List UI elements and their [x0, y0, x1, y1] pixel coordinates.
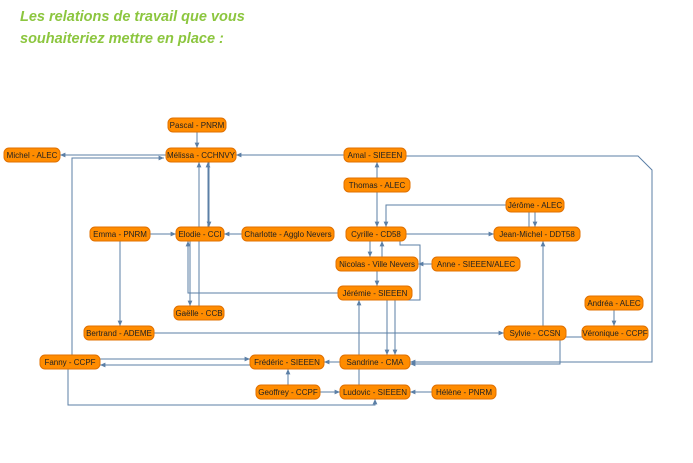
node-label: Andréa - ALEC	[587, 299, 641, 308]
node-anne: Anne - SIEEEN/ALEC	[431, 256, 521, 272]
node-box	[255, 384, 321, 400]
node-label: Elodie - CCI	[178, 230, 221, 239]
node-emma: Emma - PNRM	[89, 226, 151, 242]
node-box	[505, 197, 565, 213]
node-label: Thomas - ALEC	[349, 181, 406, 190]
node-box	[345, 226, 407, 242]
node-box	[335, 256, 419, 272]
node-label: Pascal - PNRM	[170, 121, 225, 130]
node-bertrand: Bertrand - ADEME	[83, 325, 155, 341]
node-fanny: Fanny - CCPF	[39, 354, 101, 370]
node-jeanmichel: Jean-Michel - DDT58	[493, 226, 581, 242]
node-label: Gaëlle - CCB	[175, 309, 222, 318]
node-layer: Pascal - PNRM Michel - ALEC Mélissa - CCHN…	[3, 117, 649, 400]
node-veronique: Véronique - CCPF	[581, 325, 649, 341]
node-label: Bertrand - ADEME	[86, 329, 152, 338]
node-label: Nicolas - Ville Nevers	[339, 260, 415, 269]
node-frederic: Frédéric - SIEEEN	[249, 354, 325, 370]
node-thomas: Thomas - ALEC	[343, 177, 411, 193]
node-label: Sylvie - CCSN	[509, 329, 560, 338]
node-box	[83, 325, 155, 341]
node-label: Ludovic - SIEEEN	[343, 388, 407, 397]
node-label: Jean-Michel - DDT58	[499, 230, 575, 239]
edge-cyrille-to-sandrine	[392, 241, 421, 355]
node-label: Amal - SIEEEN	[348, 151, 403, 160]
edge-amal-to-sandrine	[406, 155, 653, 365]
node-charlotte: Charlotte - Agglo Nevers	[241, 226, 335, 242]
node-box	[339, 354, 411, 370]
node-elodie: Elodie - CCI	[175, 226, 225, 242]
node-box	[175, 226, 225, 242]
node-box	[493, 226, 581, 242]
node-ludovic: Ludovic - SIEEEN	[339, 384, 411, 400]
node-gaelle: Gaëlle - CCB	[173, 305, 225, 321]
node-box	[339, 384, 411, 400]
edge-jeanmichel-to-cyrille	[383, 204, 530, 227]
node-label: Véronique - CCPF	[582, 329, 647, 338]
node-box	[343, 147, 407, 163]
node-label: Fanny - CCPF	[44, 358, 95, 367]
node-box	[584, 295, 644, 311]
node-box	[241, 226, 335, 242]
diagram-title: Les relations de travail que vous souhai…	[20, 9, 245, 47]
node-box	[173, 305, 225, 321]
edge-fanny-to-ludovic	[67, 369, 378, 406]
node-box	[337, 285, 413, 301]
node-box	[39, 354, 101, 370]
node-label: Sandrine - CMA	[347, 358, 405, 367]
node-box	[431, 256, 521, 272]
edge-layer	[60, 132, 653, 406]
node-helene: Hélène - PNRM	[431, 384, 497, 400]
node-label: Geoffrey - CCPF	[258, 388, 318, 397]
node-label: Frédéric - SIEEEN	[254, 358, 320, 367]
node-box	[581, 325, 649, 341]
edge-veronique-to-sandrine	[410, 336, 582, 367]
node-sandrine: Sandrine - CMA	[339, 354, 411, 370]
node-jeremie: Jérémie - SIEEEN	[337, 285, 413, 301]
node-box	[167, 117, 227, 133]
node-box	[431, 384, 497, 400]
node-box	[343, 177, 411, 193]
node-box	[165, 147, 237, 163]
node-label: Anne - SIEEEN/ALEC	[437, 260, 515, 269]
node-label: Michel - ALEC	[7, 151, 58, 160]
edge-jeremie-to-elodie	[185, 241, 338, 294]
node-label: Charlotte - Agglo Nevers	[244, 230, 331, 239]
node-label: Mélissa - CCHNVY	[167, 151, 236, 160]
node-box	[503, 325, 567, 341]
node-andrea: Andréa - ALEC	[584, 295, 644, 311]
node-melissa: Mélissa - CCHNVY	[165, 147, 237, 163]
node-geoffrey: Geoffrey - CCPF	[255, 384, 321, 400]
node-nicolas: Nicolas - Ville Nevers	[335, 256, 419, 272]
node-sylvie: Sylvie - CCSN	[503, 325, 567, 341]
node-pascal: Pascal - PNRM	[167, 117, 227, 133]
node-box	[249, 354, 325, 370]
node-label: Hélène - PNRM	[436, 388, 492, 397]
node-box	[89, 226, 151, 242]
node-label: Jérôme - ALEC	[508, 201, 562, 210]
node-label: Emma - PNRM	[93, 230, 147, 239]
node-label: Jérémie - SIEEEN	[343, 289, 408, 298]
node-jerome: Jérôme - ALEC	[505, 197, 565, 213]
node-label: Cyrille - CD58	[351, 230, 401, 239]
edge-fanny-to-melissa	[71, 155, 164, 355]
node-box	[3, 147, 61, 163]
node-amal: Amal - SIEEEN	[343, 147, 407, 163]
node-cyrille: Cyrille - CD58	[345, 226, 407, 242]
node-michel: Michel - ALEC	[3, 147, 61, 163]
